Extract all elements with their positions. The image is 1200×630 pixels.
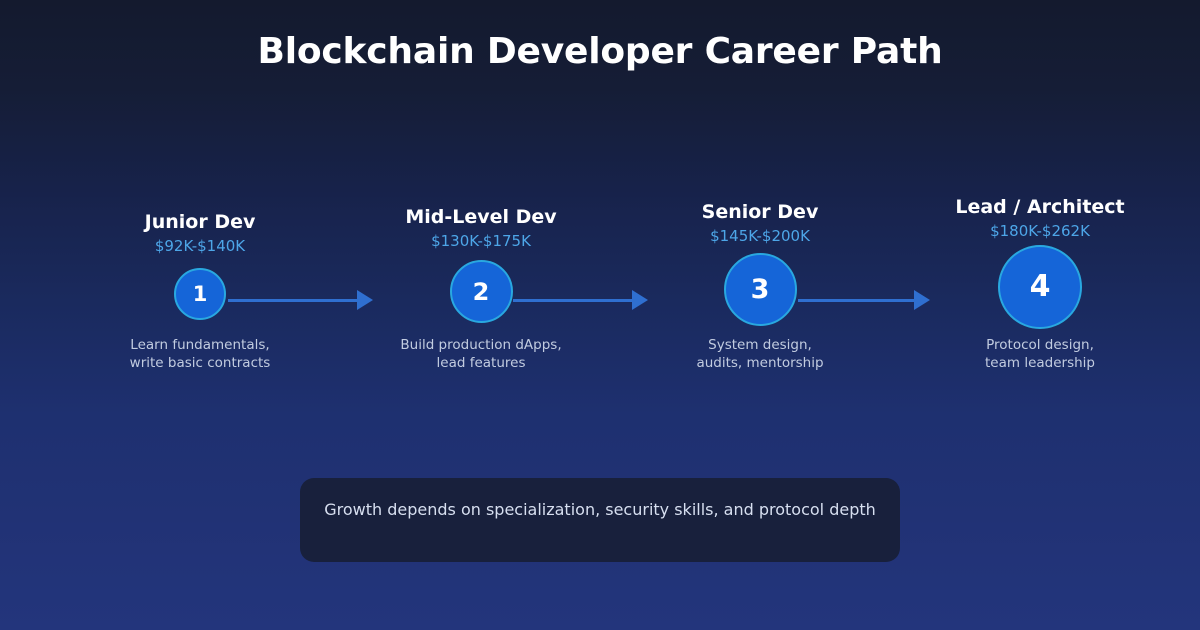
stage-circle-wrap: 4 [940,240,1140,333]
stage-circle-wrap: 1 [100,255,300,333]
arrow-head-icon [914,290,930,310]
stage-number-badge[interactable]: 3 [723,252,797,326]
stage-mid-level-dev[interactable]: Mid-Level Dev $130K-$175K 2 Build produc… [381,206,581,372]
stage-circle-wrap: 3 [660,245,860,333]
page-title: Blockchain Developer Career Path [257,31,943,72]
stage-title: Mid-Level Dev [405,206,557,228]
arrow-line [513,298,632,302]
stage-description-line-1: System design, [708,337,812,354]
stage-lead-architect[interactable]: Lead / Architect $180K-$262K 4 Protocol … [940,196,1140,372]
stage-number: 2 [472,277,490,306]
stage-salary: $145K-$200K [710,226,810,245]
stage-title: Senior Dev [701,201,819,223]
stage-senior-dev[interactable]: Senior Dev $145K-$200K 3 System design, … [660,201,860,372]
stage-salary: $92K-$140K [154,236,246,255]
footer-note-box: Growth depends on specialization, securi… [300,478,900,562]
arrow-head-icon [632,290,648,310]
stage-junior-dev[interactable]: Junior Dev $92K-$140K 1 Learn fundamenta… [100,211,300,372]
stage-description-line-1: Protocol design, [986,337,1094,354]
arrow-head-icon [357,290,373,310]
stage-description-line-2: team leadership [985,354,1095,371]
stage-number: 4 [1029,269,1051,305]
arrow-line [798,298,914,302]
stage-circle-wrap: 2 [381,250,581,333]
stage-description: Protocol design, team leadership [940,337,1140,372]
arrow-connector-3-to-4 [798,290,930,310]
arrow-connector-2-to-3 [513,290,648,310]
stage-number-badge[interactable]: 4 [998,244,1082,329]
stage-description-line-1: Learn fundamentals, [130,337,270,354]
stage-salary: $180K-$262K [990,221,1090,240]
stage-number: 3 [750,273,770,305]
stage-description: Build production dApps, lead features [381,337,581,372]
stage-description: System design, audits, mentorship [660,337,860,372]
stage-description-line-2: audits, mentorship [696,354,824,371]
stage-salary: $130K-$175K [431,231,531,250]
stage-description: Learn fundamentals, write basic contract… [100,337,300,372]
footer-note-text: Growth depends on specialization, securi… [324,500,876,519]
stage-title: Lead / Architect [955,196,1125,218]
stage-title: Junior Dev [144,211,256,233]
stage-number: 1 [192,282,208,307]
arrow-connector-1-to-2 [228,290,373,310]
stage-description-line-1: Build production dApps, [400,337,562,354]
stage-number-badge[interactable]: 1 [174,268,226,321]
stage-number-badge[interactable]: 2 [449,260,513,324]
stage-description-line-2: lead features [436,354,526,371]
stage-description-line-2: write basic contracts [129,354,271,371]
arrow-line [228,298,357,302]
